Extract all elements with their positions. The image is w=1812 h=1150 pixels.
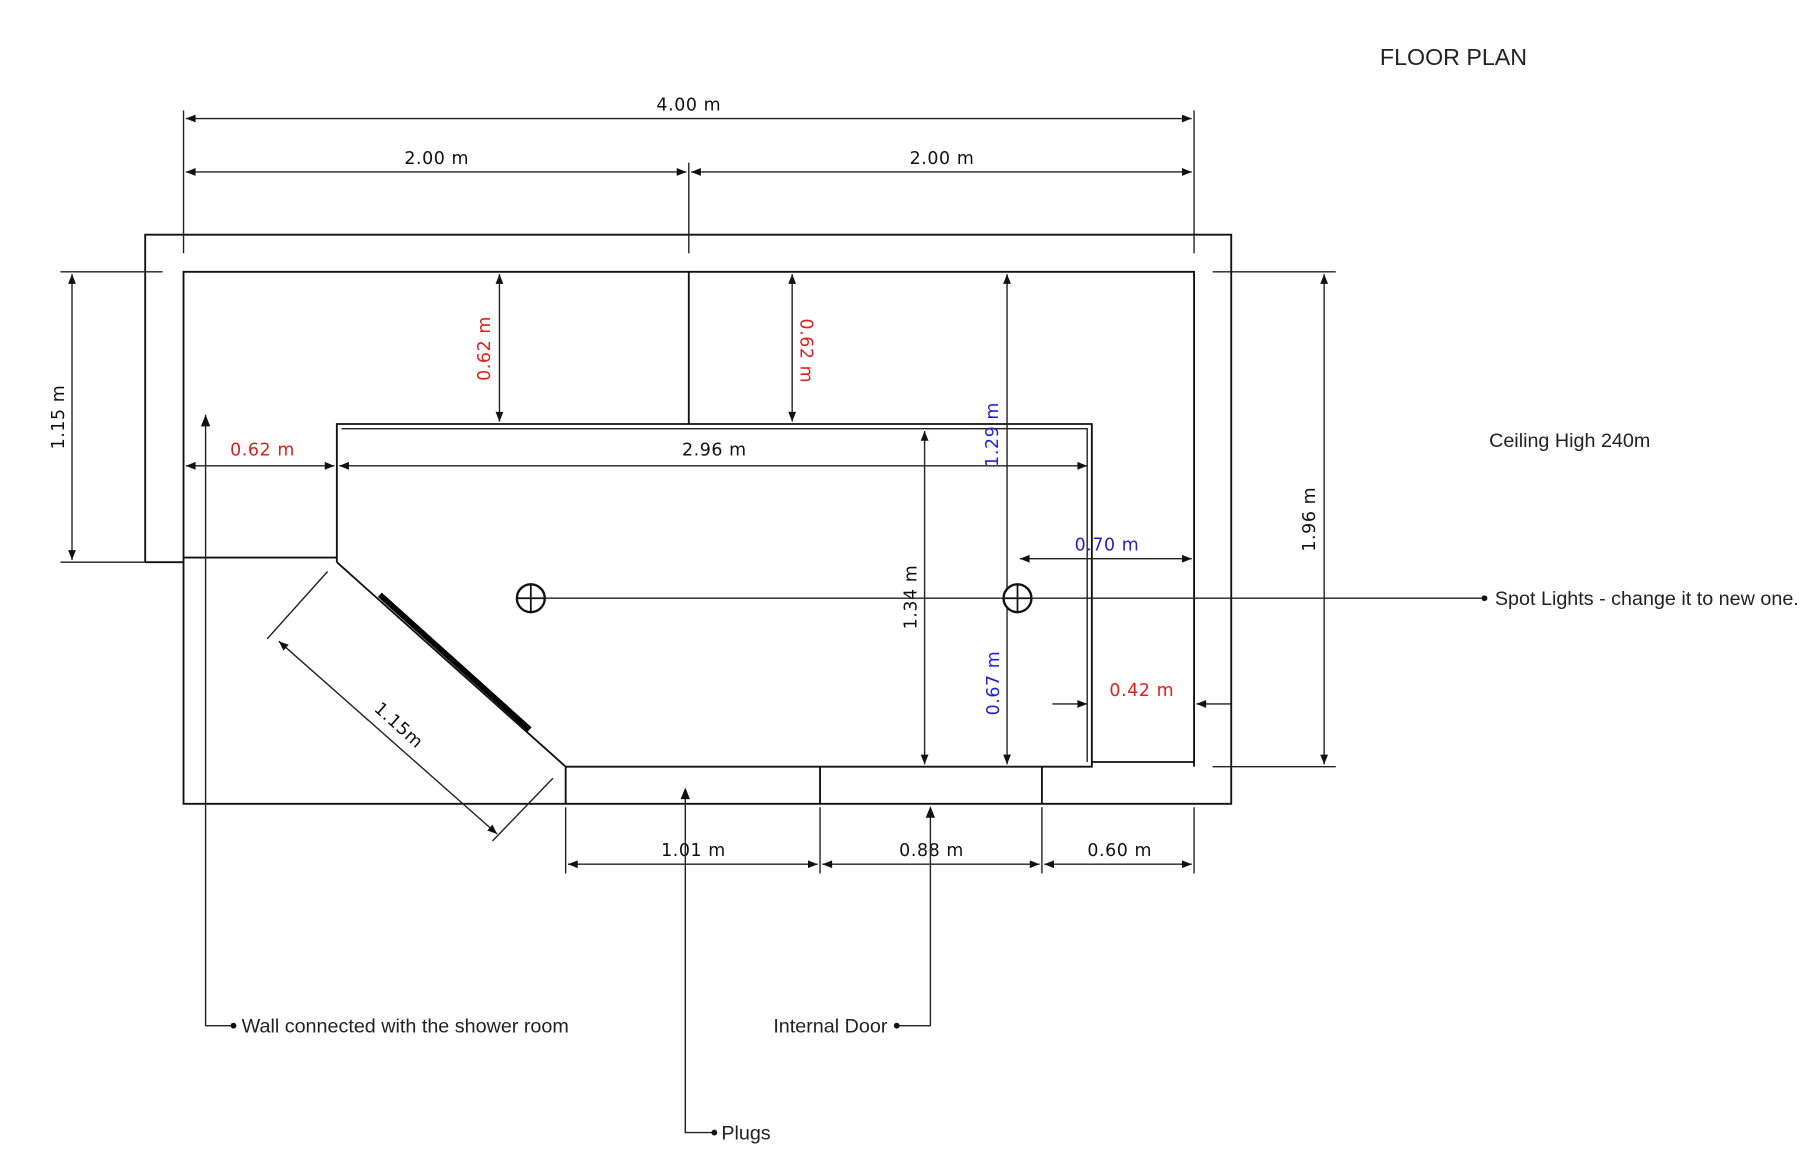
- page-title: FLOOR PLAN: [1380, 44, 1527, 70]
- walls: [144, 233, 1233, 805]
- spot-light-icon: [1002, 583, 1033, 614]
- dim-right-gap: 0.42 m: [1109, 681, 1174, 701]
- dim-blue-vertical-bottom: 0.67 m: [984, 651, 1004, 716]
- internal-door-note: Internal Door: [773, 1016, 888, 1038]
- dim-inner-width: 2.96 m: [682, 440, 747, 460]
- spot-lights-note: Spot Lights - change it to new one.: [1495, 588, 1799, 610]
- dim-bottom-1: 1.01 m: [661, 841, 726, 861]
- dim-left-offset: 0.62 m: [230, 440, 295, 460]
- ceiling-height-note: Ceiling High 240m: [1489, 430, 1650, 452]
- dim-total-width: 4.00 m: [656, 95, 721, 115]
- dim-blue-vertical-top: 1.29 m: [983, 402, 1003, 467]
- plugs-note: Plugs: [721, 1123, 770, 1145]
- leader-lines: [204, 414, 1483, 1134]
- dim-diagonal: 1.15m: [370, 699, 427, 753]
- dim-left-height: 1.15 m: [49, 385, 69, 450]
- dim-bottom-2: 0.88 m: [899, 841, 964, 861]
- dim-right-height: 1.96 m: [1300, 487, 1320, 552]
- dim-half-right: 2.00 m: [910, 149, 975, 169]
- dim-inner-height: 1.34 m: [901, 565, 921, 630]
- dim-top-right-depth: 0.62 m: [795, 318, 815, 383]
- dim-half-left: 2.00 m: [404, 149, 469, 169]
- dim-blue-horizontal: 0.70 m: [1075, 536, 1140, 556]
- wall-shower-note: Wall connected with the shower room: [242, 1016, 569, 1038]
- dimension-lines: [60, 110, 1336, 874]
- spot-light-icon: [515, 583, 546, 614]
- window-segment: [377, 592, 532, 732]
- dim-top-left-depth: 0.62 m: [475, 316, 495, 381]
- dim-bottom-3: 0.60 m: [1087, 841, 1152, 861]
